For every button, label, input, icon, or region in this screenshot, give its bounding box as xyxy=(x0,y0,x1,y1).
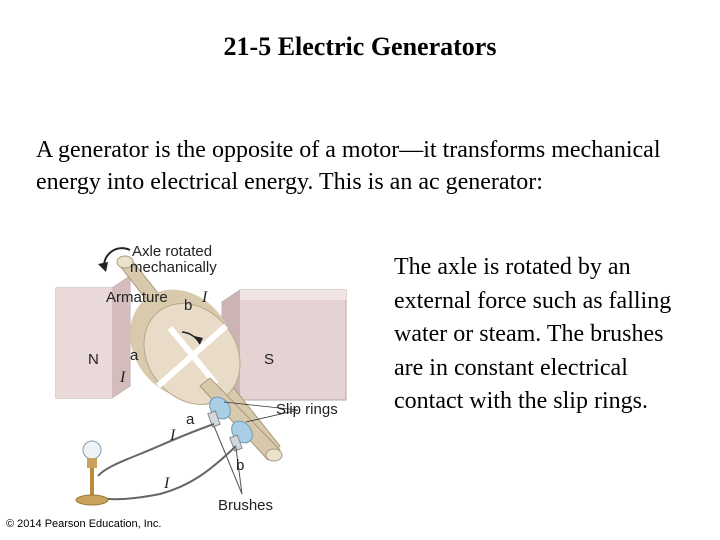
armature xyxy=(129,289,241,405)
label-mechanically: mechanically xyxy=(130,259,217,276)
label-south: S xyxy=(264,351,274,368)
south-magnet xyxy=(221,289,347,413)
side-paragraph: The axle is rotated by an external force… xyxy=(394,254,672,414)
label-axle-rotated: Axle rotated xyxy=(132,243,212,260)
brushes xyxy=(207,410,243,495)
label-brushes: Brushes xyxy=(218,497,273,514)
ac-generator-diagram: Axle rotated mechanically Armature b I N… xyxy=(50,236,380,518)
wires xyxy=(97,423,237,501)
label-b-top: b xyxy=(184,297,192,314)
label-armature: Armature xyxy=(106,289,168,306)
north-magnet xyxy=(55,275,131,399)
generator-illustration: Axle rotated mechanically Armature b I N… xyxy=(55,243,347,514)
slide-title: 21-5 Electric Generators xyxy=(223,32,497,61)
label-north: N xyxy=(88,351,99,368)
label-slip-rings: Slip rings xyxy=(276,401,338,418)
light-bulb-icon xyxy=(75,440,109,506)
label-current-top: I xyxy=(201,289,208,306)
label-current-wire1: I xyxy=(169,427,176,444)
label-current-left: I xyxy=(119,369,126,386)
label-a-left: a xyxy=(130,347,139,364)
copyright-notice: © 2014 Pearson Education, Inc. xyxy=(6,518,162,530)
label-b-ring: b xyxy=(236,457,244,474)
label-current-wire2: I xyxy=(163,475,170,492)
label-a-ring: a xyxy=(186,411,195,428)
intro-paragraph: A generator is the opposite of a motor—i… xyxy=(36,137,661,195)
